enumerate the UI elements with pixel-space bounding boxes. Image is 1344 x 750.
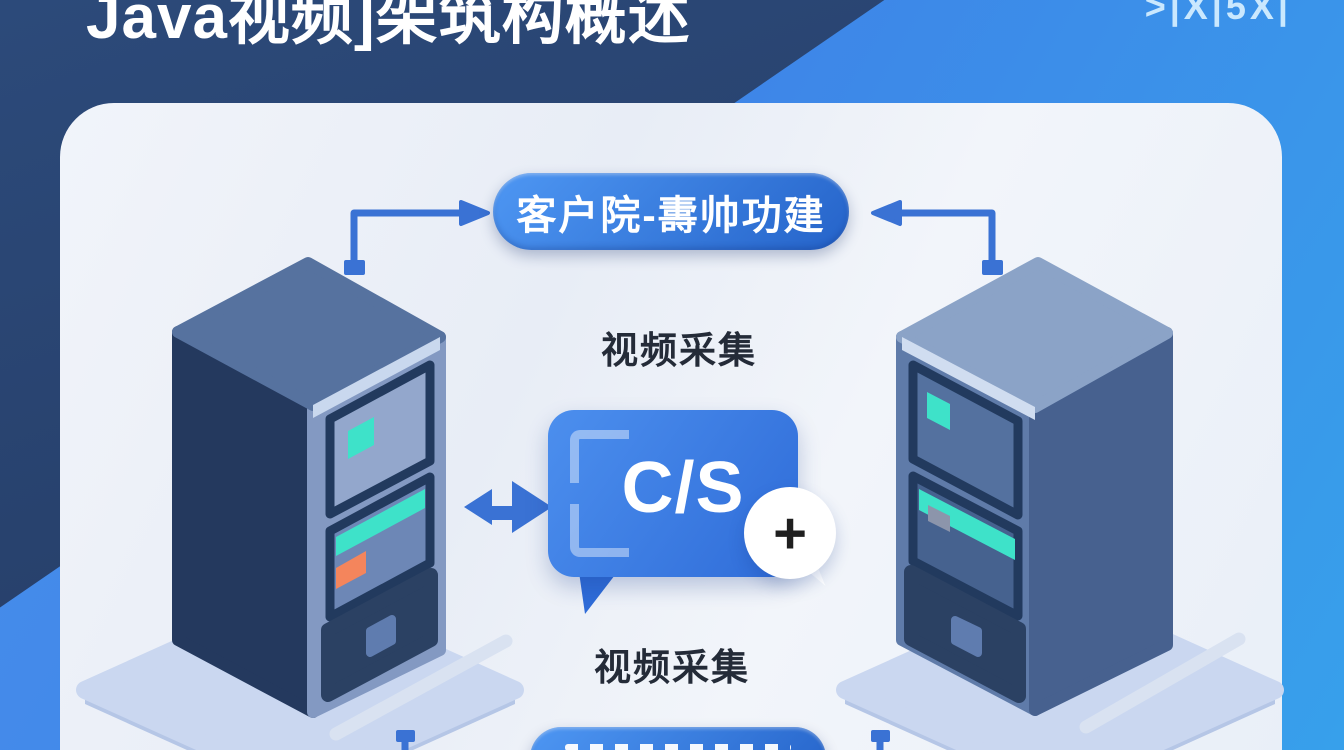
server-right-teal-bar <box>919 489 1015 560</box>
connector-bottom-left <box>396 730 415 750</box>
cs-speech-bubble: C/S <box>548 410 798 577</box>
client-build-node: 客户院-夀帅功建 <box>493 173 849 250</box>
server-right-led-screen <box>927 392 950 430</box>
bottom-node-cropped-text <box>565 744 791 750</box>
connectors <box>344 200 1003 750</box>
plus-badge: + <box>744 487 836 579</box>
corner-bracket-icon <box>570 504 629 557</box>
connector-bottom-right <box>871 730 890 750</box>
video-capture-caption-top: 视频采集 <box>601 330 757 371</box>
connector-top-right <box>871 200 1003 275</box>
server-right-gray-chip <box>928 505 950 532</box>
connector-top-left <box>344 200 490 275</box>
server-right-edge-highlight <box>902 337 1035 420</box>
server-left-panel-1 <box>325 360 435 519</box>
arrowhead-right-icon <box>459 200 490 226</box>
server-right <box>896 257 1173 716</box>
server-right-button <box>951 616 982 657</box>
floor-streak-right <box>1079 632 1246 734</box>
cs-label: C/S <box>621 448 745 529</box>
double-arrow-icon <box>464 481 552 533</box>
server-left-teal-bar <box>336 489 425 556</box>
watermark-logo: >|X|5X| <box>1144 0 1292 27</box>
page-title: Java视频]架筑构概述 <box>86 0 691 52</box>
server-left-button <box>366 615 396 657</box>
video-capture-caption-bottom: 视频采集 <box>594 647 750 688</box>
server-left-orange-chip <box>336 551 366 589</box>
server-left <box>172 257 446 718</box>
server-left-edge-highlight <box>313 337 440 418</box>
client-build-label: 客户院-夀帅功建 <box>516 193 826 238</box>
floor-streak-left <box>329 634 513 741</box>
corner-bracket-icon <box>570 430 629 483</box>
bottom-node-cropped <box>530 727 826 750</box>
server-left-led-screen <box>348 417 374 459</box>
